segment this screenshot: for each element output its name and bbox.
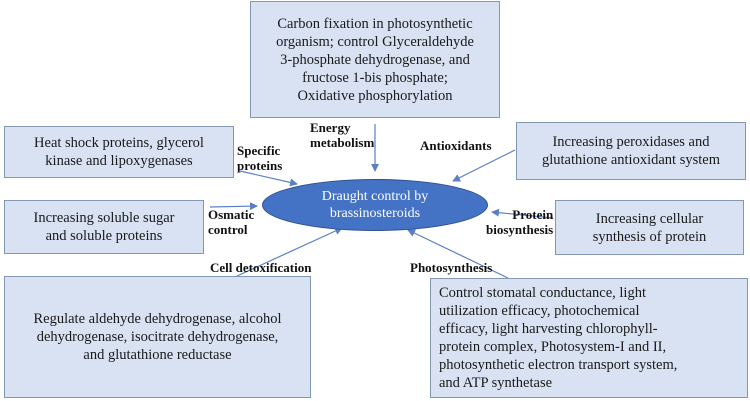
arrow-osmatic bbox=[209, 202, 258, 211]
label-specific-proteins: Specific proteins bbox=[237, 143, 283, 173]
label-antioxidants: Antioxidants bbox=[420, 138, 492, 153]
box-soluble-sugar: Increasing soluble sugar and soluble pro… bbox=[4, 200, 204, 254]
center-ellipse: Draught control by brassinosteroids bbox=[262, 179, 488, 231]
box-aldehyde: Regulate aldehyde dehydrogenase, alcohol… bbox=[4, 276, 311, 398]
box-peroxidases: Increasing peroxidases and glutathione a… bbox=[516, 122, 746, 180]
arrow-cell-detox bbox=[236, 227, 343, 277]
label-osmatic-control: Osmatic control bbox=[208, 207, 255, 237]
arrow-protein-bio bbox=[491, 208, 554, 219]
arrow-specific bbox=[239, 170, 298, 187]
arrow-antioxidants bbox=[452, 149, 516, 182]
label-protein-biosynthesis: Protein biosynthesis bbox=[486, 207, 554, 237]
label-photosynthesis: Photosynthesis bbox=[410, 260, 493, 275]
arrow-photosynthesis bbox=[407, 229, 509, 279]
box-carbon-fixation: Carbon fixation in photosynthetic organi… bbox=[250, 1, 500, 118]
box-heat-shock: Heat shock proteins, glycerol kinase and… bbox=[4, 126, 234, 178]
box-protein-synthesis: Increasing cellular synthesis of protein bbox=[555, 200, 744, 255]
box-stomatal: Control stomatal conductance, light util… bbox=[430, 278, 748, 398]
label-cell-detoxification: Cell detoxification bbox=[210, 260, 312, 275]
label-energy-metabolism: Energy metabolism bbox=[310, 120, 375, 150]
